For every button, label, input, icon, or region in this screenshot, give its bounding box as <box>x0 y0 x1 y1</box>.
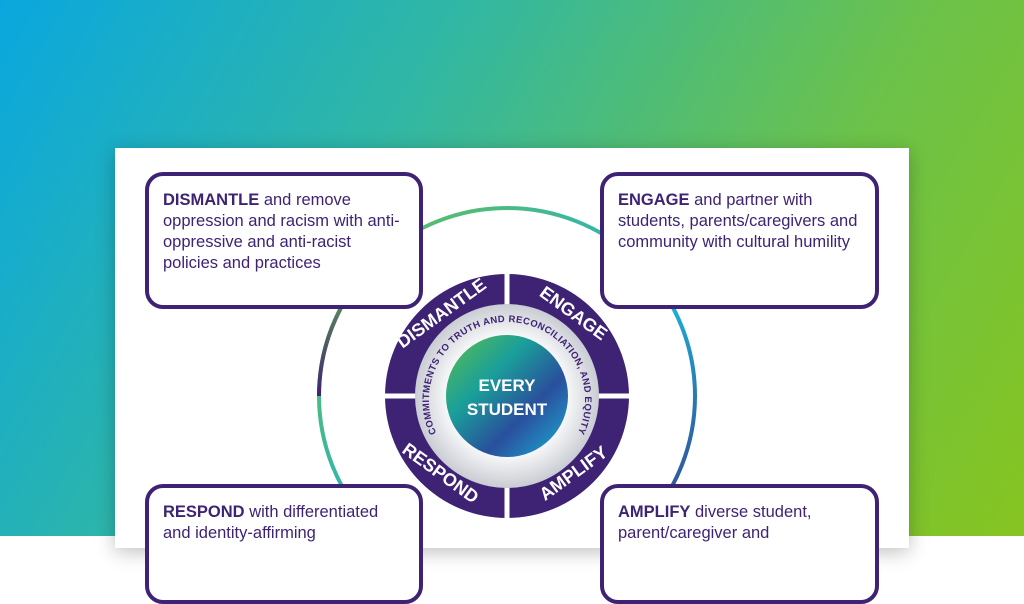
engage-keyword: ENGAGE <box>618 191 690 209</box>
center-label-line1: EVERY <box>478 376 536 395</box>
amplify-keyword: AMPLIFY <box>618 503 691 521</box>
engage-description: and partner with students, parents/careg… <box>618 191 858 251</box>
center-circle <box>446 335 568 457</box>
respond-box: RESPOND with differentiated and identity… <box>145 484 423 604</box>
respond-keyword: RESPOND <box>163 503 245 521</box>
center-label-line2: STUDENT <box>467 400 548 419</box>
dismantle-description: and remove oppression and racism with an… <box>163 191 400 272</box>
dismantle-keyword: DISMANTLE <box>163 191 260 209</box>
amplify-box: AMPLIFY diverse student, parent/caregive… <box>600 484 879 604</box>
framework-card: DISMANTLE ENGAGE AMPLIFY RESPOND COMMITM… <box>115 148 909 604</box>
equity-framework-diagram: DISMANTLE ENGAGE AMPLIFY RESPOND COMMITM… <box>317 206 697 548</box>
dismantle-box: DISMANTLE and remove oppression and raci… <box>145 172 423 309</box>
engage-box: ENGAGE and partner with students, parent… <box>600 172 879 309</box>
